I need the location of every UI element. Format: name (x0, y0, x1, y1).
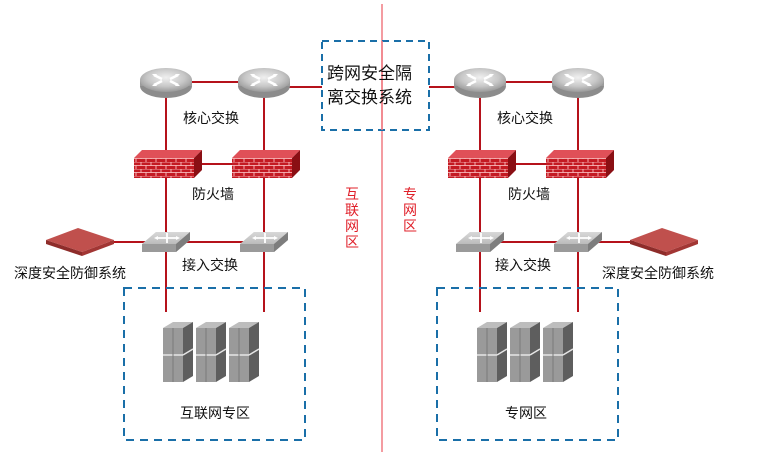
right-firewall-label: 防火墙 (508, 187, 550, 203)
left-defense-system-icon (46, 228, 114, 256)
right-server-zone-box (436, 287, 619, 441)
right-defense-system-icon (630, 228, 698, 256)
left-access-switch-2-icon (239, 231, 289, 253)
right-access-switch-2-icon (553, 231, 603, 253)
gateway-box (321, 40, 430, 131)
left-access-switch-1-icon (141, 231, 191, 253)
left-server-zone-box (123, 287, 306, 441)
right-defense-label: 深度安全防御系统 (602, 266, 714, 282)
left-server-zone-label: 互联网专区 (180, 406, 250, 422)
right-access-label: 接入交换 (495, 258, 551, 274)
left-firewall-label: 防火墙 (192, 187, 234, 203)
left-firewall-2-icon (232, 150, 300, 178)
gateway-label-line2: 离交换系统 (327, 88, 412, 108)
right-core-router-2-icon (550, 66, 606, 100)
right-firewall-1-icon (448, 150, 516, 178)
right-access-switch-1-icon (455, 231, 505, 253)
left-defense-label: 深度安全防御系统 (14, 266, 126, 282)
gateway-label: 跨网安全隔 离交换系统 (327, 62, 412, 110)
zone-label-internet: 互联网区 (345, 187, 359, 251)
left-server-cluster-icon (162, 321, 260, 383)
left-core-label: 核心交换 (183, 111, 239, 127)
left-firewall-1-icon (134, 150, 202, 178)
gateway-label-line1: 跨网安全隔 (327, 64, 412, 84)
zone-label-private: 专网区 (403, 187, 417, 235)
right-server-cluster-icon (476, 321, 574, 383)
left-access-label: 接入交换 (182, 258, 238, 274)
left-core-router-1-icon (138, 66, 194, 100)
right-core-label: 核心交换 (497, 111, 553, 127)
right-core-router-1-icon (452, 66, 508, 100)
right-firewall-2-icon (546, 150, 614, 178)
right-server-zone-label: 专网区 (505, 406, 547, 422)
left-core-router-2-icon (236, 66, 292, 100)
